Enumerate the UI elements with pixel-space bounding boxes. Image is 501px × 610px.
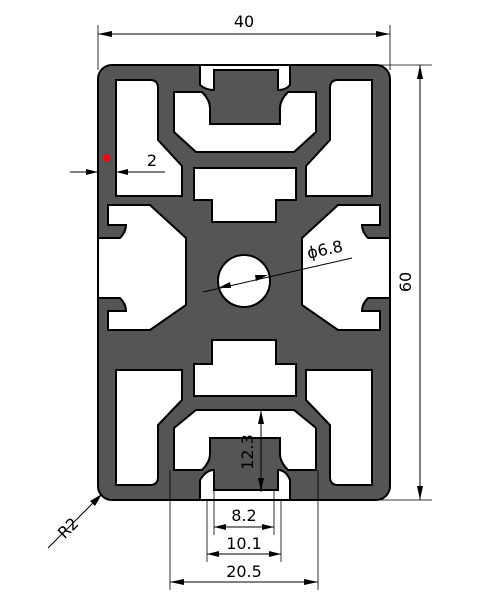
slot-opening-label: 8.2 bbox=[231, 506, 256, 525]
left-upper-side-slot bbox=[97, 204, 187, 331]
marker-dot bbox=[103, 154, 111, 162]
center-bore bbox=[217, 254, 271, 308]
aluminium-profile bbox=[97, 64, 391, 501]
lower-channel-cavity bbox=[173, 409, 317, 471]
overall-width-label: 40 bbox=[234, 12, 254, 31]
bottom-slot bbox=[199, 468, 291, 501]
dim-overall-width: 40 bbox=[97, 12, 391, 70]
dim-corner-radius: R2 bbox=[47, 493, 103, 549]
cavity-top-right bbox=[305, 79, 373, 197]
cavity-top-left bbox=[115, 79, 183, 197]
top-slot bbox=[199, 64, 291, 92]
cavity-bottom-right bbox=[305, 369, 373, 486]
dim-slot-outer-width: 20.5 bbox=[169, 470, 319, 590]
dim-slot-inner-width: 10.1 bbox=[206, 500, 282, 562]
right-side-slot bbox=[301, 204, 391, 331]
slot-inner-width-label: 10.1 bbox=[226, 534, 262, 553]
upper-core-pocket bbox=[193, 167, 297, 223]
cavity-bottom-left bbox=[115, 369, 183, 486]
dim-slot-depth: 12.3 bbox=[238, 410, 264, 492]
overall-height-label: 60 bbox=[396, 272, 415, 292]
slot-outer-width-label: 20.5 bbox=[226, 562, 262, 581]
dim-slot-opening: 8.2 bbox=[213, 490, 275, 535]
lower-core-pocket bbox=[193, 339, 297, 397]
wall-thickness-label: 2 bbox=[147, 151, 157, 170]
slot-depth-label: 12.3 bbox=[238, 434, 257, 470]
dim-overall-height: 60 bbox=[380, 64, 432, 501]
dim-wall-thickness: 2 bbox=[70, 151, 165, 175]
upper-channel-cavity bbox=[173, 91, 317, 153]
